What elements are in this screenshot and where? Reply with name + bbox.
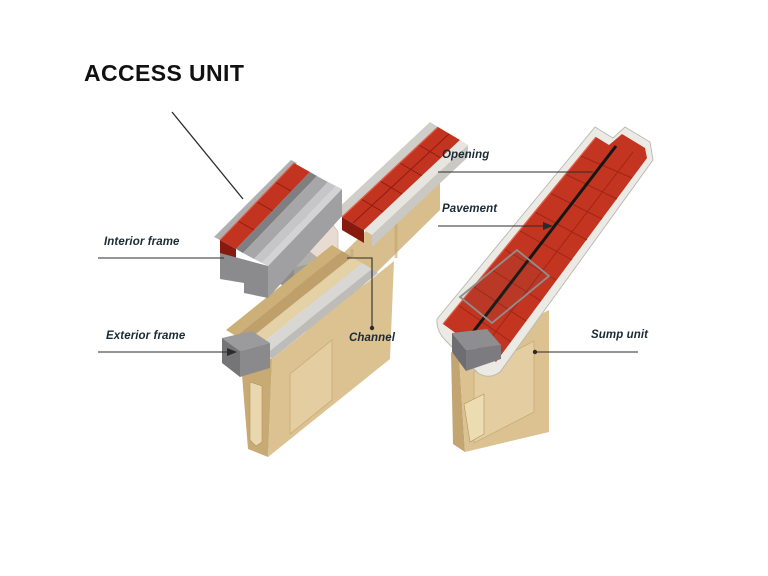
sump-frame-side <box>466 345 501 371</box>
bottom-channel <box>222 245 394 457</box>
channel-end-trough <box>249 381 263 447</box>
paver-end-face <box>342 217 364 243</box>
exploded-view-illustration <box>214 122 468 457</box>
pavement-highlight <box>442 136 597 325</box>
label-pavement: Pavement <box>442 203 498 215</box>
tray-inner-far-wall <box>236 172 317 253</box>
paver-highlight <box>341 126 439 218</box>
exterior-frame-angle <box>222 331 270 377</box>
channel-far-wall-top <box>226 245 342 336</box>
sump-frame <box>452 329 501 371</box>
tray-inner-near-wall <box>254 182 336 263</box>
channel-inner-near-wall <box>256 263 372 354</box>
opening-slot <box>468 145 618 337</box>
label-channel: Channel <box>349 332 396 344</box>
sump-unit-leader-dot <box>532 349 538 355</box>
pavement-joints <box>457 151 634 352</box>
page-title: ACCESS UNIT <box>84 60 245 86</box>
sump-side-face <box>451 352 465 452</box>
title-leader-line <box>171 111 244 200</box>
tray-far-lip <box>214 160 297 240</box>
paver-joints <box>352 133 450 224</box>
pavement-leader-arrow <box>543 222 553 230</box>
interior-frame-tray <box>214 160 342 298</box>
label-interior-frame: Interior frame <box>104 236 180 248</box>
channel-front-recess-panel <box>289 339 333 435</box>
exterior-frame-front <box>222 338 240 377</box>
tray-inner-floor <box>243 176 328 259</box>
channel-leader-line <box>347 257 373 327</box>
label-opening: Opening <box>442 149 490 161</box>
leader-lines <box>98 111 638 356</box>
channel-far-edge-rail <box>334 122 438 217</box>
tray-end-face <box>220 253 268 298</box>
channel-near-rail-face <box>372 145 468 247</box>
channel-inner-floor <box>246 257 362 348</box>
channel-near-edge-rail <box>364 140 468 235</box>
tray-front-face <box>268 189 342 298</box>
exterior-frame-side <box>240 343 270 377</box>
channel-inner-far-wall <box>236 251 352 342</box>
tray-paver-highlight <box>219 162 295 241</box>
tray-near-rim <box>262 186 342 266</box>
sump-frame-top <box>452 329 501 350</box>
exterior-frame-leader-arrow <box>227 348 237 356</box>
label-sump-unit: Sump unit <box>591 329 649 341</box>
channel-leader-dot <box>369 325 375 331</box>
access-unit-outline <box>458 248 551 325</box>
label-exterior-frame: Exterior frame <box>106 330 186 342</box>
channel-near-rim <box>266 269 378 359</box>
tray-paver-joints <box>237 181 292 231</box>
sump-frame-front <box>452 333 466 371</box>
sump-inner-trough <box>463 393 485 443</box>
assembled-view-illustration <box>436 126 654 452</box>
exterior-frame-top <box>222 331 270 351</box>
